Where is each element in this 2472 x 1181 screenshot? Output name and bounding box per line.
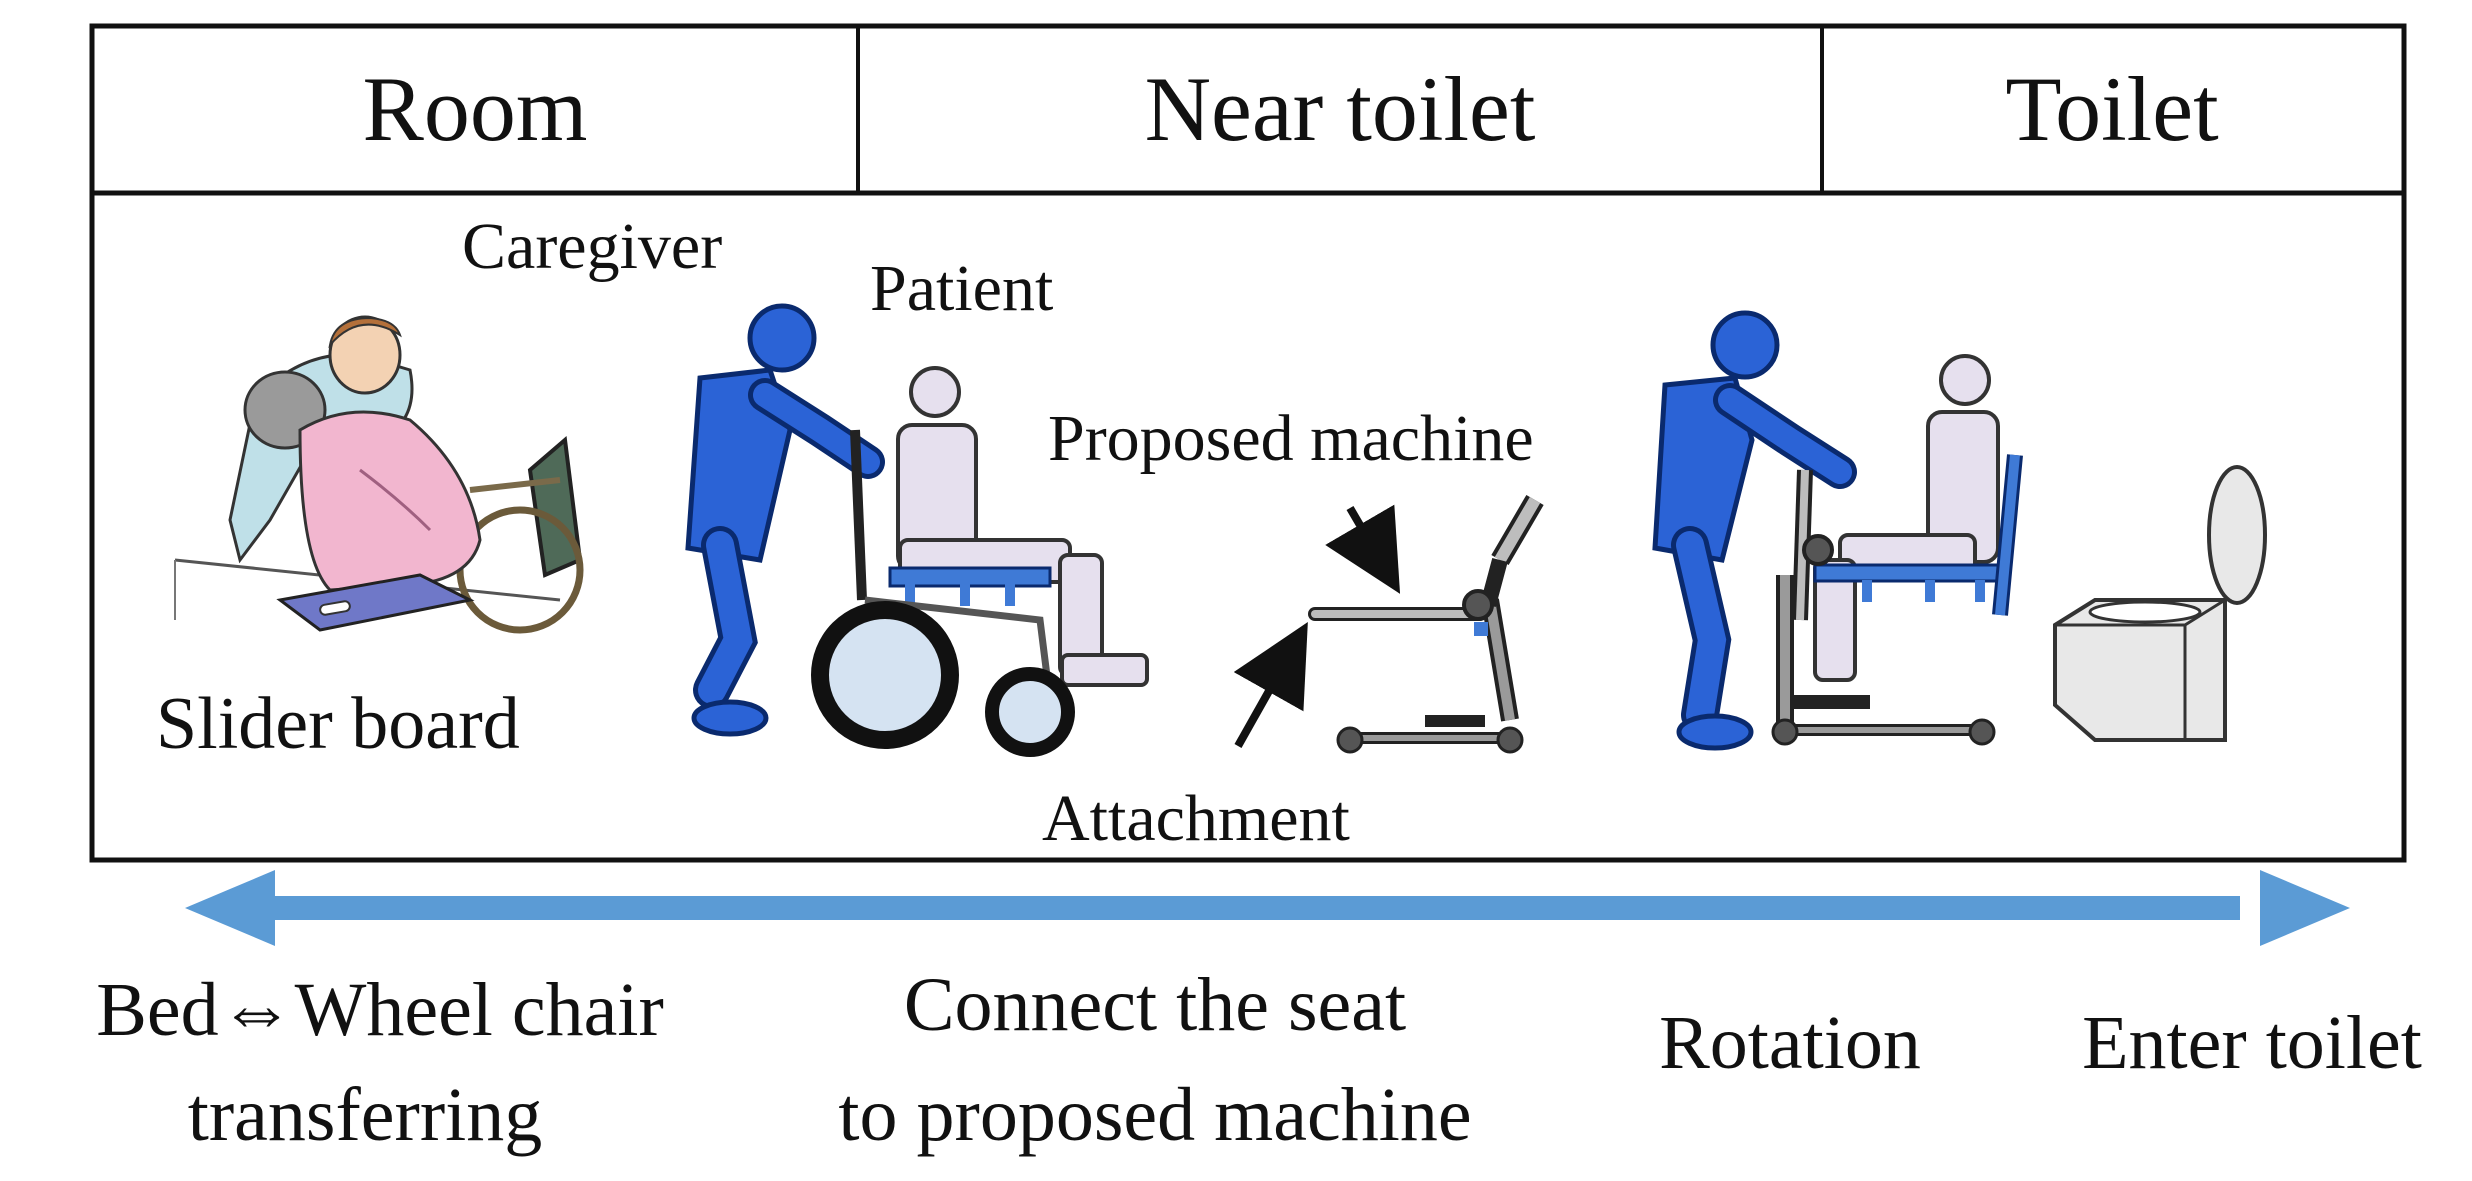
step-connect-seat-line2: to proposed machine [838, 1073, 1471, 1157]
timeline-arrow [185, 870, 2350, 946]
step-rotation: Rotation [1659, 1001, 1921, 1085]
diagram-frame [89, 23, 2407, 863]
label-patient: Patient [870, 252, 1053, 325]
step-bed-wheelchair-line1: Bed⇔Wheel chair [96, 968, 664, 1052]
label-slider-board: Slider board [156, 683, 520, 765]
proposed-machine-pointer [1325, 504, 1401, 594]
attachment-pointer [1233, 622, 1308, 748]
caregiver-rotation-figure [1652, 310, 1857, 751]
step-bed-wheelchair-line2: transferring [188, 1073, 543, 1157]
slider-board-illustration [174, 315, 584, 634]
patient-on-machine [1771, 354, 2023, 746]
label-attachment: Attachment [1042, 782, 1350, 855]
step-connect-seat-line1: Connect the seat [904, 963, 1406, 1047]
patient-in-wheelchair [811, 366, 1149, 757]
label-proposed-machine: Proposed machine [1048, 402, 1534, 475]
header-toilet: Toilet [2005, 58, 2219, 160]
step-enter-toilet: Enter toilet [2082, 1001, 2422, 1085]
label-caregiver: Caregiver [462, 210, 722, 283]
header-room: Room [363, 58, 588, 160]
header-near-toilet: Near toilet [1145, 58, 1536, 160]
toilet-icon [2053, 465, 2267, 742]
proposed-machine [1308, 494, 1544, 754]
